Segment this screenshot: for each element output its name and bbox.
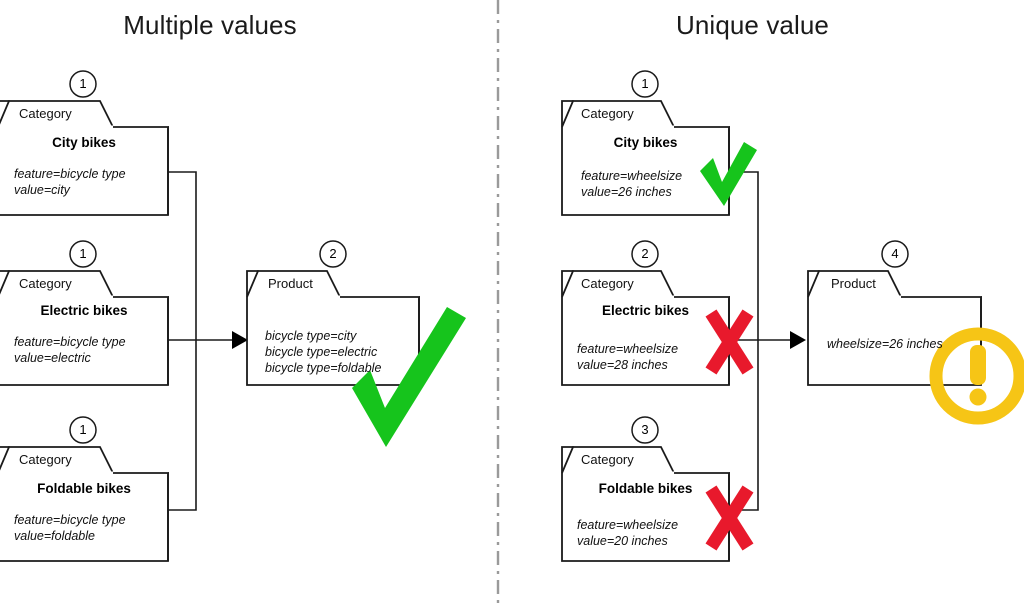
card-attr-line: wheelsize=26 inches [827, 337, 943, 351]
connector-bus [168, 171, 197, 511]
card-attr-line: feature=wheelsize [581, 169, 683, 183]
card-kind-multiple-2: Category [19, 276, 72, 291]
red-cross-icon [705, 309, 754, 375]
badge-circle-multiple-1 [69, 70, 97, 98]
card-name-multiple-3: Foldable bikes [37, 481, 131, 496]
card-kind-multiple-3: Category [19, 452, 72, 467]
category-card-multiple-3[interactable] [0, 446, 169, 562]
badge-label-product-multiple: 2 [329, 246, 337, 261]
card-kind-unique-2: Category [581, 276, 634, 291]
folder-top-right-edge [113, 296, 169, 385]
card-attrs-unique-2: feature=wheelsize value=28 inches [577, 341, 678, 373]
badge-circle-product-unique [881, 240, 909, 268]
badge-label-unique-3: 3 [641, 422, 649, 437]
badge-circle-multiple-2 [69, 240, 97, 268]
card-attrs-multiple-2: feature=bicycle type value=electric [14, 334, 126, 366]
card-attr-line: value=20 inches [577, 534, 668, 548]
category-card-unique-2[interactable] [561, 270, 730, 386]
folder-tab-shape [0, 270, 114, 298]
folder-tab-shape [246, 270, 341, 298]
card-attr-line: feature=bicycle type [14, 335, 126, 349]
card-attrs-multiple-1: feature=bicycle type value=city [14, 166, 126, 198]
card-attrs-product-multiple: bicycle type=city bicycle type=electric … [265, 328, 381, 376]
card-attr-line: bicycle type=city [265, 329, 357, 343]
folder-top-right-edge [674, 296, 730, 385]
card-attr-line: value=electric [14, 351, 91, 365]
category-card-multiple-1[interactable] [0, 100, 169, 216]
badge-label-multiple-1: 1 [79, 76, 87, 91]
card-attr-line: feature=wheelsize [577, 518, 679, 532]
connector-group-multiple [168, 171, 248, 511]
connector-group-unique [729, 171, 806, 511]
folder-tab-shape [561, 270, 675, 298]
card-attrs-unique-1: feature=wheelsize value=26 inches [581, 168, 682, 200]
card-kind-product-unique: Product [831, 276, 876, 291]
card-attr-line: value=foldable [14, 529, 95, 543]
category-card-unique-3[interactable] [561, 446, 730, 562]
card-attrs-product-unique: wheelsize=26 inches [827, 336, 943, 352]
folder-top-right-edge [113, 126, 169, 215]
folder-top-right-edge [674, 472, 730, 561]
badge-circle-unique-2 [631, 240, 659, 268]
folder-tab-shape [561, 100, 675, 128]
card-name-unique-3: Foldable bikes [598, 481, 693, 496]
card-attrs-unique-3: feature=wheelsize value=20 inches [577, 517, 678, 549]
card-kind-multiple-1: Category [19, 106, 72, 121]
folder-tab-shape [0, 100, 114, 128]
badge-label-product-unique: 4 [891, 246, 899, 261]
badge-circle-unique-3 [631, 416, 659, 444]
badge-circle-product-multiple [319, 240, 347, 268]
panel-title-multiple: Multiple values [123, 10, 297, 40]
card-attr-line: feature=bicycle type [14, 167, 126, 181]
card-attr-line: feature=bicycle type [14, 513, 126, 527]
card-name-unique-2: Electric bikes [601, 303, 690, 318]
category-card-unique-1[interactable] [561, 100, 730, 216]
product-card-multiple[interactable] [246, 270, 420, 386]
folder-tab-shape [561, 446, 675, 474]
card-attr-line: value=26 inches [581, 185, 672, 199]
card-attr-line: value=city [14, 183, 70, 197]
arrow-head-unique [790, 331, 806, 349]
card-attr-line: bicycle type=electric [265, 345, 378, 359]
card-name-unique-1: City bikes [613, 135, 678, 150]
badge-label-multiple-3: 1 [79, 422, 87, 437]
folder-top-right-edge [113, 472, 169, 561]
card-kind-unique-3: Category [581, 452, 634, 467]
card-name-multiple-1: City bikes [52, 135, 116, 150]
red-cross-icon [705, 485, 754, 551]
panel-title-unique: Unique value [676, 10, 829, 40]
badge-circle-unique-1 [631, 70, 659, 98]
folder-tab-shape [0, 446, 114, 474]
badge-label-unique-1: 1 [641, 76, 649, 91]
yellow-warning-icon [929, 327, 1024, 425]
badge-circle-multiple-3 [69, 416, 97, 444]
card-attr-line: feature=wheelsize [577, 342, 679, 356]
arrow-head-multiple [232, 331, 248, 349]
folder-tab-shape [807, 270, 902, 298]
badge-label-unique-2: 2 [641, 246, 649, 261]
green-check-icon [700, 142, 757, 206]
card-attrs-multiple-3: feature=bicycle type value=foldable [14, 512, 126, 544]
green-check-icon [352, 307, 466, 447]
category-card-multiple-2[interactable] [0, 270, 169, 386]
card-kind-unique-1: Category [581, 106, 634, 121]
card-attr-line: value=28 inches [577, 358, 668, 372]
badge-label-multiple-2: 1 [79, 246, 87, 261]
card-kind-product-multiple: Product [268, 276, 313, 291]
card-name-multiple-2: Electric bikes [40, 303, 128, 318]
card-attr-line: bicycle type=foldable [265, 361, 382, 375]
